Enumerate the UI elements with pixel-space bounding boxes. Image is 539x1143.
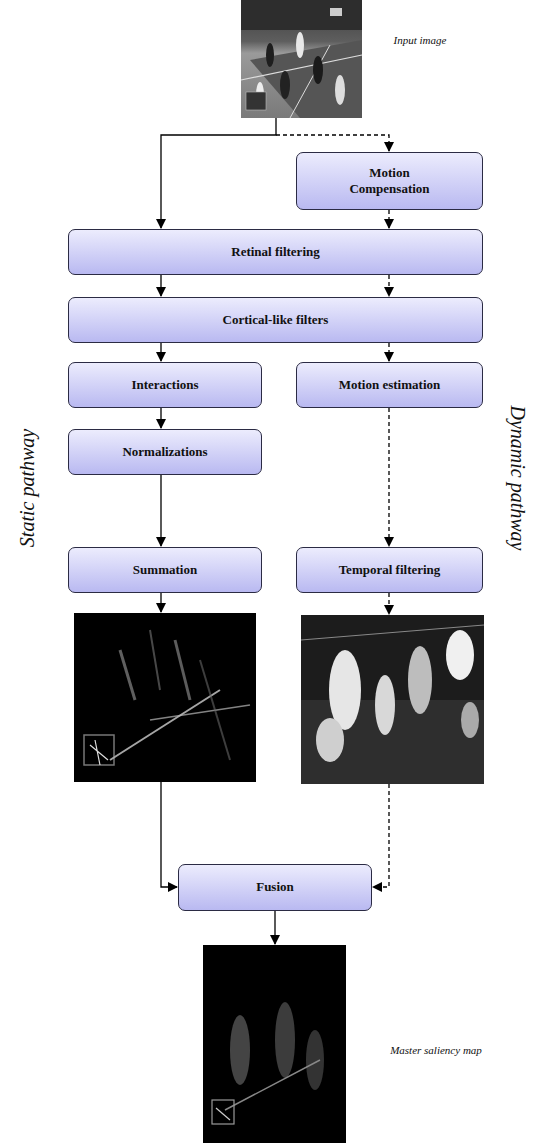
flow-arrow [160, 275, 161, 296]
flow-arrow [388, 275, 389, 296]
process-box: Summation [68, 547, 262, 593]
flow-arrow [388, 210, 389, 228]
process-box: Interactions [68, 362, 262, 408]
flow-arrow [388, 408, 389, 546]
process-box: Motion Compensation [296, 152, 483, 210]
box-label: Motion estimation [331, 373, 448, 397]
static-saliency-map [74, 613, 256, 782]
process-box: Cortical-like filters [68, 297, 483, 343]
box-label: Temporal filtering [331, 558, 449, 582]
process-box: Normalizations [68, 429, 262, 475]
box-label: Fusion [248, 875, 302, 899]
dynamic-saliency-map [301, 615, 484, 784]
pathway-label: Static pathway [16, 429, 39, 547]
box-label: Summation [125, 558, 205, 582]
pathway-label: Dynamic pathway [506, 406, 529, 551]
process-box: Retinal filtering [68, 229, 483, 275]
flow-arrow [160, 343, 161, 361]
flow-arrow [160, 408, 161, 428]
box-label: Retinal filtering [223, 240, 327, 264]
process-box: Fusion [178, 864, 372, 911]
flow-arrow [160, 475, 161, 546]
box-label: Motion Compensation [327, 161, 453, 202]
input-photo [241, 0, 362, 118]
box-label: Normalizations [114, 440, 215, 464]
box-label: Interactions [123, 373, 206, 397]
image-caption: Master saliency map [390, 1044, 482, 1056]
flow-arrow [388, 343, 389, 361]
image-caption: Input image [394, 34, 447, 46]
process-box: Motion estimation [296, 362, 483, 408]
process-box: Temporal filtering [296, 547, 483, 593]
master-saliency-map [203, 945, 346, 1143]
box-label: Cortical-like filters [215, 308, 337, 332]
